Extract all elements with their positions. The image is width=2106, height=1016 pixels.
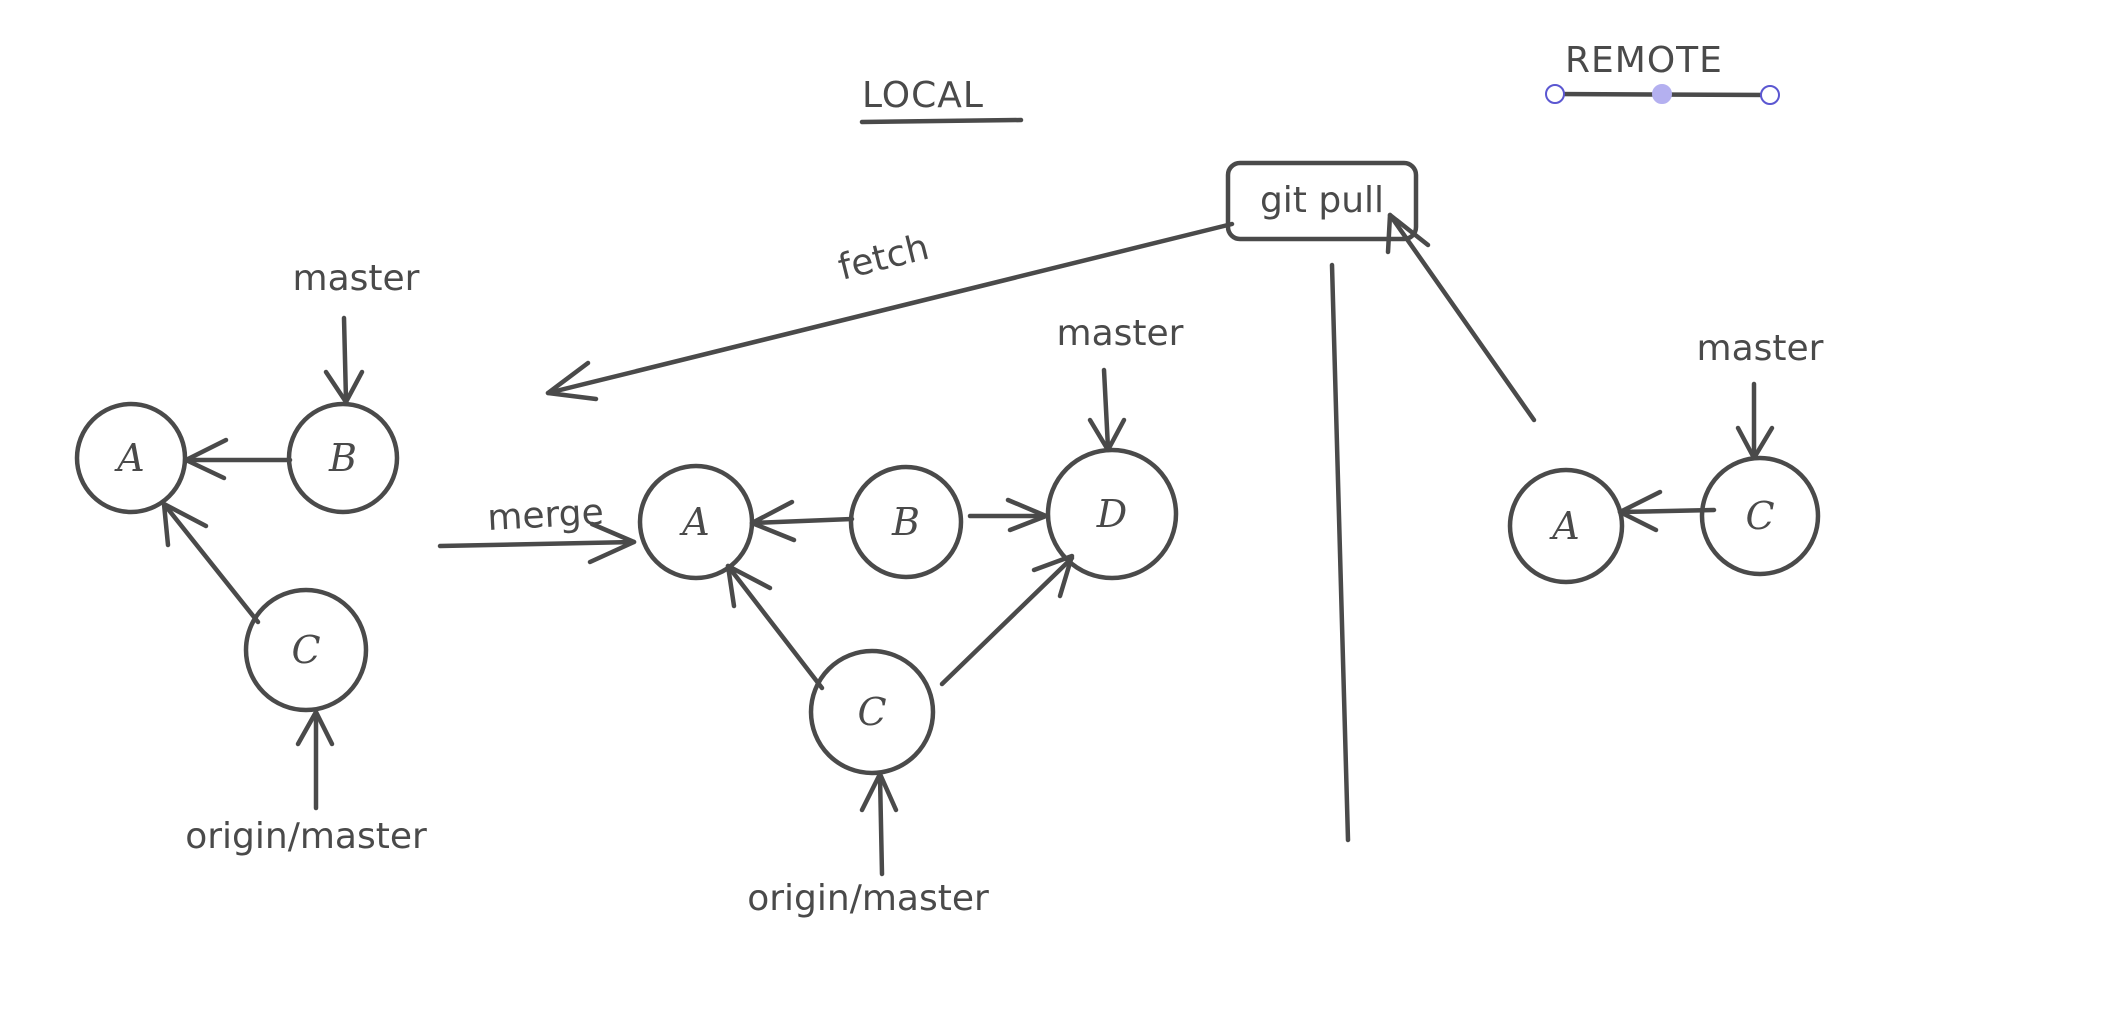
fetch-label: fetch: [834, 227, 933, 289]
local-after-origin-label: origin/master: [747, 878, 989, 919]
commit-label: A: [114, 436, 144, 480]
remote-title: REMOTE: [1565, 40, 1723, 81]
commit-node: [1045, 447, 1179, 581]
commit-node: [848, 464, 964, 580]
local-remote-divider: [1329, 262, 1351, 843]
commit-label: C: [1745, 494, 1774, 538]
edge-b-to-d-head: [1005, 497, 1049, 533]
local-before-master-label: master: [293, 258, 420, 299]
master-pointer-after: [1101, 367, 1111, 451]
local-title: LOCAL: [862, 75, 984, 116]
commit-node: [1507, 467, 1625, 585]
fetch-arrow: [545, 221, 1235, 396]
commit-node: [1699, 455, 1821, 577]
commit-node: [243, 587, 369, 713]
edge-b-to-a-after-head: [749, 499, 797, 543]
origin-pointer-before-head: [295, 709, 335, 747]
merge-label: merge: [486, 492, 604, 539]
commit-label: A: [679, 500, 709, 544]
origin-pointer-after: [877, 773, 885, 877]
commit-label: B: [328, 436, 357, 480]
commit-node: [808, 648, 936, 776]
local-after-master-label: master: [1057, 313, 1184, 354]
edge-c-to-a: [161, 501, 261, 625]
commit-label: C: [291, 628, 320, 672]
edge-b-to-a-after: [749, 516, 855, 526]
edge-c-to-d-head: [1031, 553, 1075, 599]
edge-c-to-a-after-head: [725, 563, 773, 609]
fetch-arrowhead: [545, 360, 599, 402]
merge-arrow: [437, 539, 637, 549]
remote-master-label: master: [1697, 328, 1824, 369]
master-pointer-before: [341, 315, 349, 403]
commit-label: A: [1549, 504, 1579, 548]
commit-label: C: [857, 690, 886, 734]
selection-handle-start[interactable]: [1545, 84, 1565, 104]
edge-remote-c-to-a-head: [1617, 489, 1663, 533]
edge-remote-c-to-a: [1617, 507, 1717, 515]
commit-label: D: [1096, 492, 1127, 536]
commit-label: B: [891, 500, 920, 544]
edge-c-to-a-after: [725, 563, 825, 691]
edge-c-to-d: [939, 555, 1075, 687]
local-title-underline: [859, 117, 1024, 125]
remote-to-pull-arrow: [1387, 212, 1537, 423]
git-pull-label: git pull: [1260, 180, 1384, 221]
local-before-origin-label: origin/master: [185, 816, 427, 857]
edge-b-to-a-head: [183, 437, 229, 481]
git-pull-box: [1225, 160, 1419, 242]
merge-arrowhead: [587, 521, 637, 565]
selection-handle-mid[interactable]: [1652, 84, 1672, 104]
remote-to-pull-arrowhead: [1385, 212, 1431, 255]
origin-pointer-after-head: [859, 771, 899, 813]
edge-c-to-a-head: [161, 501, 209, 548]
selection-handle-end[interactable]: [1760, 85, 1780, 105]
